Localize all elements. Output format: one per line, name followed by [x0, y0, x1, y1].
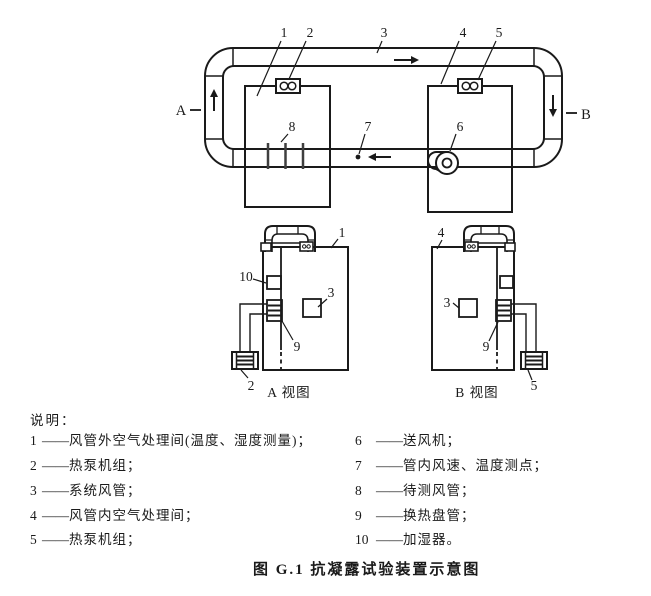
- duct-joint-ticks: [205, 48, 562, 167]
- legend-dash: ——: [376, 508, 403, 523]
- heat-pump-unit-left: [231, 351, 259, 370]
- figure-caption: 图 G.1 抗凝露试验装置示意图: [253, 562, 481, 578]
- heat-pump-symbol-right: [457, 78, 483, 94]
- legend-dash: ——: [42, 458, 69, 473]
- legend-heading: 说明：: [30, 413, 77, 428]
- callout-1-label: 1: [281, 25, 288, 40]
- outdoor-air-chamber-box: [244, 85, 331, 208]
- legend-dash: ——: [42, 483, 69, 498]
- port-b-label: B: [581, 107, 591, 123]
- legend-item-5: 5 ——热泵机组；: [30, 528, 142, 548]
- legend-dash: ——: [376, 433, 403, 448]
- view-a-callout-2: 2: [248, 378, 255, 393]
- airflow-arrows: [210, 56, 557, 161]
- legend-item-6: 6 ——送风机；: [355, 429, 461, 449]
- legend-text: 换热盘管；: [403, 508, 476, 523]
- callout-8-label: 8: [289, 119, 296, 134]
- view-a-drawing: [231, 225, 349, 379]
- legend-item-4: 4 ——风管内空气处理间；: [30, 504, 200, 524]
- legend-item-2: 2 ——热泵机组；: [30, 454, 142, 474]
- legend-dash: ——: [376, 532, 403, 547]
- heat-pump-unit-right: [520, 351, 548, 370]
- coil-right: [495, 299, 512, 322]
- legend-text: 热泵机组；: [69, 458, 142, 473]
- legend-text: 热泵机组；: [69, 532, 142, 547]
- legend-dash: ——: [376, 458, 403, 473]
- legend-dash: ——: [42, 508, 69, 523]
- fan-icon: [427, 151, 459, 175]
- legend-dash: ——: [42, 532, 69, 547]
- view-b-callout-5: 5: [531, 378, 538, 393]
- legend-num: 1: [30, 433, 37, 448]
- humidifier-box: [266, 275, 282, 290]
- port-a-label: A: [176, 103, 187, 119]
- legend-text: 管内风速、温度测点；: [403, 458, 548, 473]
- callout-2-label: 2: [307, 25, 314, 40]
- legend-num: 2: [30, 458, 37, 473]
- legend-num: 9: [355, 508, 362, 523]
- legend-num: 7: [355, 458, 362, 473]
- legend-text: 待测风管；: [403, 483, 476, 498]
- view-a-callout-1: 1: [339, 225, 346, 240]
- test-duct-lines: [266, 143, 305, 169]
- view-a-callout-10: 10: [239, 269, 253, 284]
- legend-text: 系统风管；: [69, 483, 142, 498]
- view-b-callout-3: 3: [444, 295, 451, 310]
- legend-num: 8: [355, 483, 362, 498]
- view-b-caption: B 视图: [455, 385, 498, 400]
- schematic-diagram: 1 2 3 4 5 8 7 6 A B 1 10 3 9 2 4 3 9 5 A…: [176, 25, 591, 400]
- legend-num: 6: [355, 433, 362, 448]
- callout-leaders: [256, 40, 497, 155]
- legend-item-3: 3 ——系统风管；: [30, 479, 142, 499]
- legend-item-8: 8 ——待测风管；: [355, 479, 476, 499]
- legend-item-7: 7 ——管内风速、温度测点；: [355, 454, 548, 474]
- view-b-callout-4: 4: [438, 225, 445, 240]
- measuring-point-dot: [355, 154, 361, 160]
- legend-dash: ——: [42, 433, 69, 448]
- callout-3-label: 3: [381, 25, 388, 40]
- view-a-callout-3: 3: [328, 285, 335, 300]
- legend-num: 3: [30, 483, 37, 498]
- callout-4-label: 4: [460, 25, 467, 40]
- view-b-callout-9: 9: [483, 339, 490, 354]
- legend-item-9: 9 ——换热盘管；: [355, 504, 476, 524]
- legend-item-10: 10 ——加湿器。: [355, 528, 461, 548]
- legend-text: 风管外空气处理间(温度、湿度测量)；: [69, 433, 312, 448]
- legend-num: 5: [30, 532, 37, 547]
- legend-num: 4: [30, 508, 37, 523]
- view-b-drawing: [431, 225, 548, 381]
- callout-5-label: 5: [496, 25, 503, 40]
- duct-loop-outer: [204, 47, 563, 168]
- callout-7-label: 7: [365, 119, 372, 134]
- legend-num: 10: [355, 532, 369, 547]
- view-a-callout-9: 9: [294, 339, 301, 354]
- coil-left: [266, 299, 283, 322]
- legend-text: 风管内空气处理间；: [69, 508, 200, 523]
- legend-item-1: 1 ——风管外空气处理间(温度、湿度测量)；: [30, 429, 312, 449]
- callout-6-label: 6: [457, 119, 464, 134]
- duct-loop-inner: [222, 65, 545, 150]
- heat-pump-symbol-left: [275, 78, 301, 94]
- view-a-caption: A 视图: [267, 385, 310, 400]
- legend-text: 加湿器。: [403, 532, 461, 547]
- legend-dash: ——: [376, 483, 403, 498]
- legend-text: 送风机；: [403, 433, 461, 448]
